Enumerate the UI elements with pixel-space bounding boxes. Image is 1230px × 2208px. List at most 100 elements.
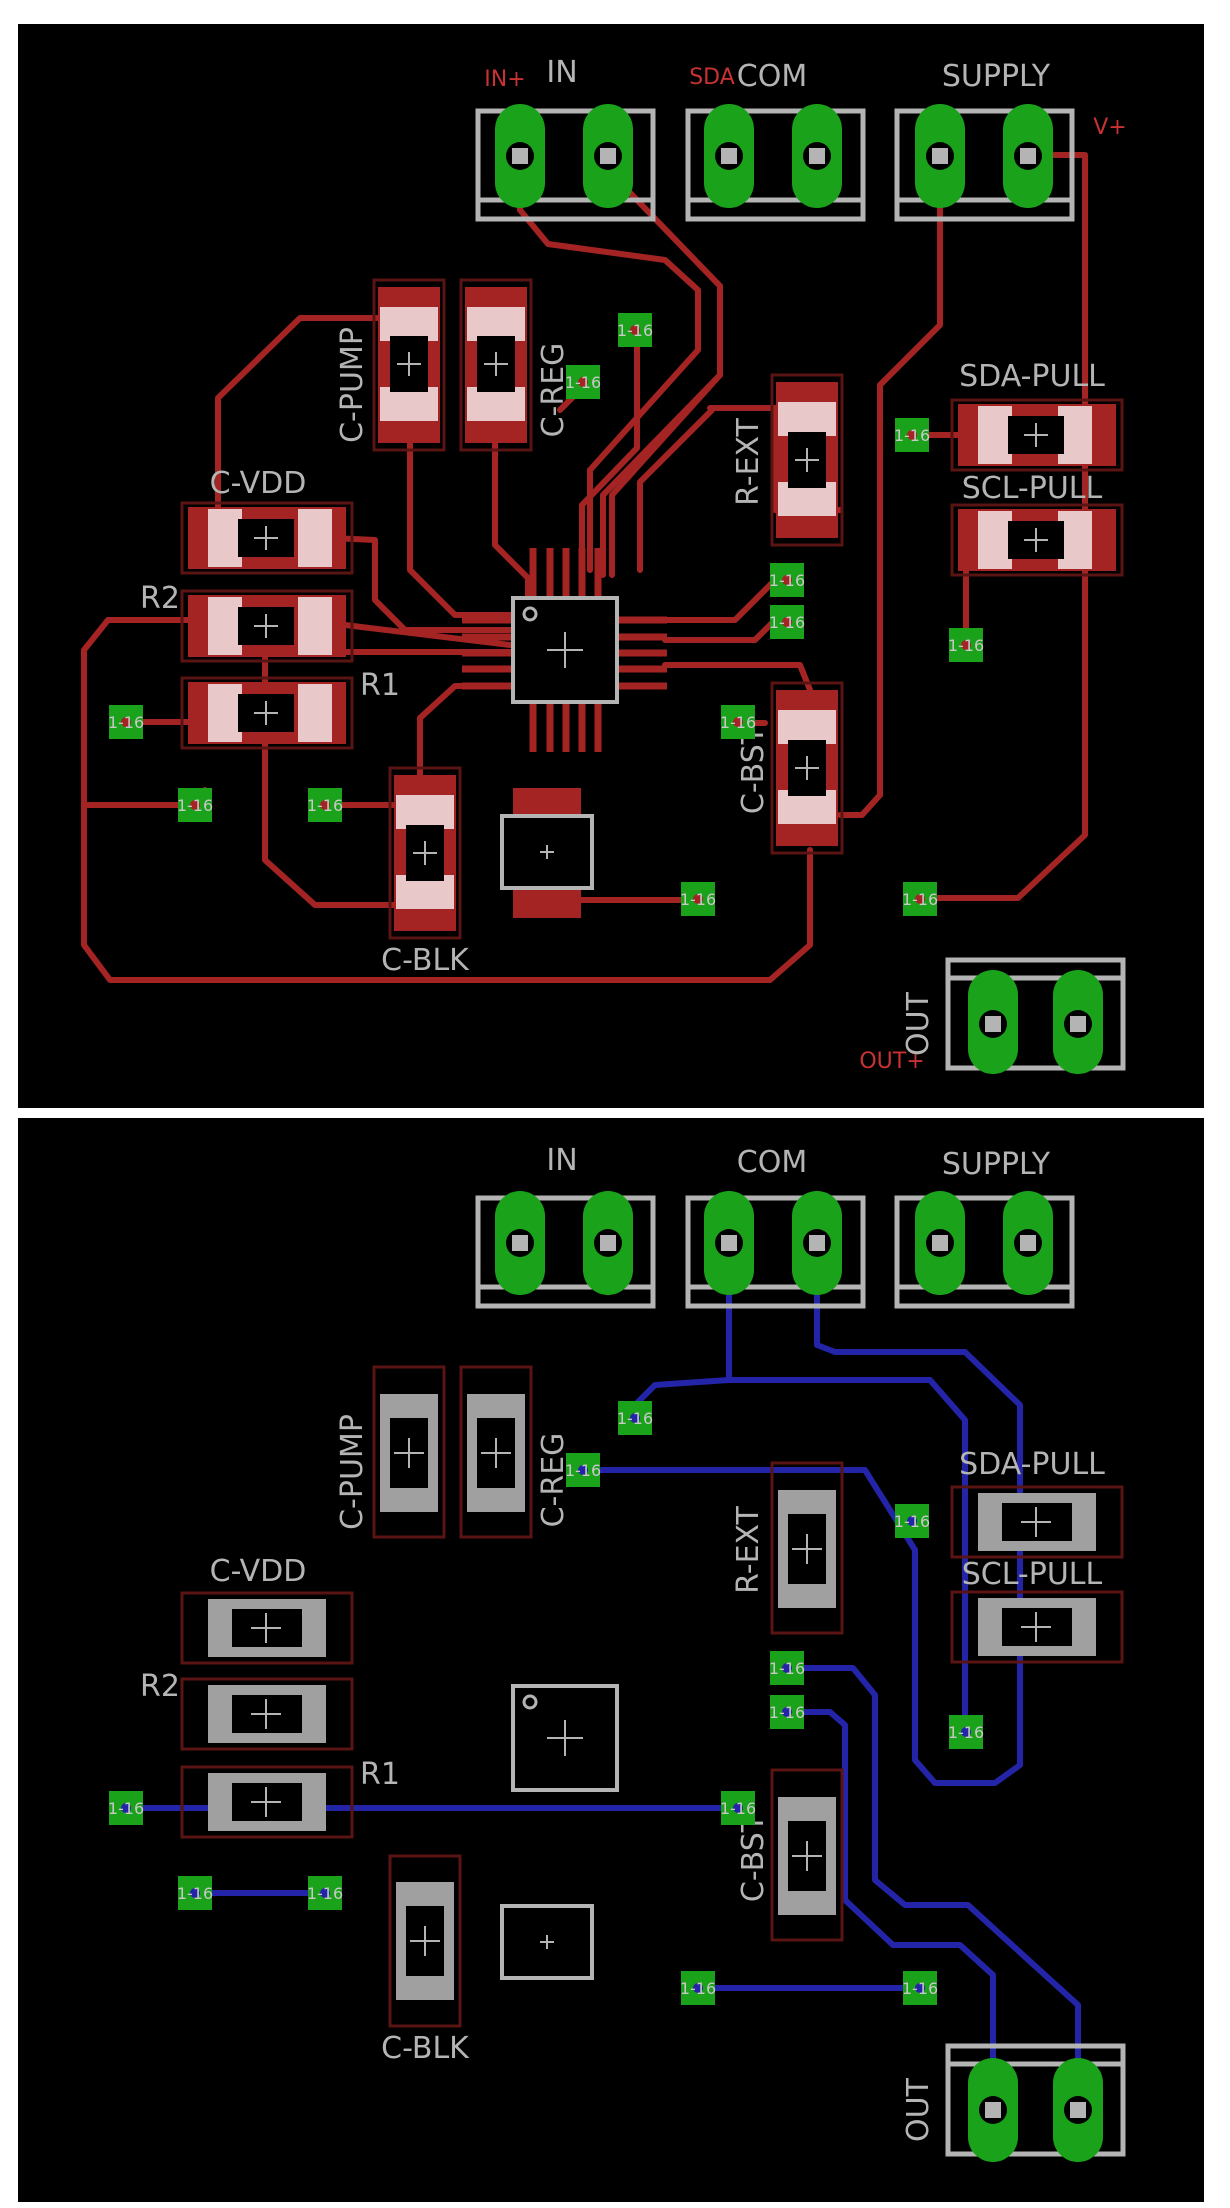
component-label: R1: [360, 1757, 400, 1792]
component-c-pump-bottom[interactable]: C-PUMP: [335, 1365, 446, 1539]
via: 1-16: [769, 1695, 805, 1729]
component-label: C-VDD: [210, 1554, 307, 1589]
svg-text:1-16: 1-16: [565, 1461, 601, 1480]
trace: [917, 152, 1088, 901]
smd-diode[interactable]: [500, 788, 594, 918]
component-label: C-BST: [736, 725, 771, 814]
ic-chip[interactable]: [462, 548, 667, 752]
svg-text:1-16: 1-16: [902, 890, 938, 909]
component-label: R2: [140, 581, 180, 616]
connector-label: COM: [737, 59, 807, 94]
bottom-layer: IN COM SUPPLY OUT: [108, 1143, 1126, 2162]
svg-text:1-16: 1-16: [948, 1723, 984, 1742]
connector-outline: [945, 957, 1126, 1071]
component-label: C-REG: [536, 1433, 571, 1528]
connector-label: OUT: [901, 2077, 936, 2142]
smd-diode-bottom[interactable]: [500, 1904, 594, 1980]
svg-text:1-16: 1-16: [177, 1884, 213, 1903]
via: 1-16: [720, 1791, 756, 1825]
component-c-bst-bottom[interactable]: C-BST: [736, 1768, 844, 1942]
trace: [726, 1377, 968, 1733]
via: 1-16: [307, 1876, 343, 1910]
svg-text:1-16: 1-16: [108, 1799, 144, 1818]
connector-supply-bottom[interactable]: SUPPLY: [894, 1147, 1075, 1309]
trace: [662, 617, 778, 643]
trace: [784, 1709, 996, 2113]
component-r1[interactable]: R1: [180, 668, 400, 750]
via: 1-16: [108, 705, 144, 739]
connector-com-bottom[interactable]: COM: [685, 1145, 866, 1309]
via: 1-16: [617, 313, 653, 347]
via: 1-16: [680, 882, 716, 916]
connector-out-bottom[interactable]: OUT: [901, 2043, 1126, 2162]
component-r-ext[interactable]: R-EXT: [731, 373, 844, 547]
component-label: R2: [140, 1669, 180, 1704]
component-label: C-BLK: [381, 943, 470, 978]
ic-chip-bottom[interactable]: [511, 1684, 619, 1792]
connector-outline: [894, 108, 1075, 222]
component-scl-pull[interactable]: SCL-PULL: [950, 471, 1124, 577]
trace: [81, 617, 813, 983]
trace: [784, 1665, 1081, 2113]
component-r2-bottom[interactable]: R2: [140, 1669, 354, 1751]
connector-com[interactable]: COM SDA: [685, 59, 866, 222]
connector-label: IN: [546, 55, 577, 90]
component-c-reg-bottom[interactable]: C-REG: [459, 1365, 571, 1539]
trace: [492, 437, 531, 613]
connector-label: OUT: [901, 991, 936, 1056]
via: 1-16: [177, 1876, 213, 1910]
via: 1-16: [769, 605, 805, 639]
connector-label: SUPPLY: [942, 59, 1051, 94]
trace: [637, 407, 715, 573]
component-r2[interactable]: R2: [140, 581, 354, 663]
component-label: SDA-PULL: [959, 359, 1105, 394]
svg-text:1-16: 1-16: [948, 636, 984, 655]
via: 1-16: [617, 1401, 653, 1435]
connector-in-bottom[interactable]: IN: [475, 1143, 656, 1309]
connector-outline: [475, 108, 656, 222]
component-label: C-PUMP: [335, 1414, 370, 1530]
connector-out[interactable]: OUT OUT+: [859, 957, 1126, 1074]
component-label: C-VDD: [210, 466, 307, 501]
component-c-blk[interactable]: C-BLK: [381, 766, 470, 978]
via: 1-16: [769, 563, 805, 597]
svg-text:1-16: 1-16: [680, 1979, 716, 1998]
net-label: OUT+: [859, 1049, 924, 1074]
top-layer: IN IN+ COM SDA SUPPLY V+: [81, 55, 1127, 1074]
svg-text:1-16: 1-16: [565, 373, 601, 392]
svg-text:1-16: 1-16: [769, 571, 805, 590]
connector-in[interactable]: IN IN+: [475, 55, 656, 222]
component-scl-pull-bottom[interactable]: SCL-PULL: [950, 1557, 1124, 1664]
component-label: R1: [360, 668, 400, 703]
component-r-ext-bottom[interactable]: R-EXT: [731, 1461, 844, 1635]
trace: [329, 535, 513, 633]
via: 1-16: [902, 882, 938, 916]
trace: [262, 652, 398, 908]
component-c-pump[interactable]: C-PUMP: [335, 278, 446, 452]
component-label: SCL-PULL: [962, 1557, 1103, 1592]
component-sda-pull-bottom[interactable]: SDA-PULL: [950, 1447, 1124, 1559]
svg-text:1-16: 1-16: [769, 1659, 805, 1678]
via: 1-16: [680, 1971, 716, 2005]
component-c-reg[interactable]: C-REG: [459, 278, 571, 452]
component-label: SDA-PULL: [959, 1447, 1105, 1482]
svg-text:1-16: 1-16: [720, 713, 756, 732]
component-c-bst[interactable]: C-BST: [736, 681, 844, 855]
component-c-vdd-bottom[interactable]: C-VDD: [180, 1554, 354, 1665]
connector-supply[interactable]: SUPPLY V+: [894, 59, 1127, 222]
component-r1-bottom[interactable]: R1: [180, 1757, 400, 1839]
component-c-blk-bottom[interactable]: C-BLK: [381, 1854, 470, 2066]
trace: [609, 372, 723, 578]
via: 1-16: [948, 1715, 984, 1749]
svg-text:1-16: 1-16: [894, 1512, 930, 1531]
svg-text:1-16: 1-16: [720, 1799, 756, 1818]
net-label: V+: [1093, 115, 1126, 140]
component-label: R-EXT: [731, 417, 766, 505]
svg-text:1-16: 1-16: [177, 796, 213, 815]
component-c-vdd[interactable]: C-VDD: [180, 466, 354, 575]
component-sda-pull[interactable]: SDA-PULL: [950, 359, 1124, 472]
via: 1-16: [177, 788, 213, 822]
trace: [215, 315, 381, 523]
trace: [517, 153, 701, 573]
